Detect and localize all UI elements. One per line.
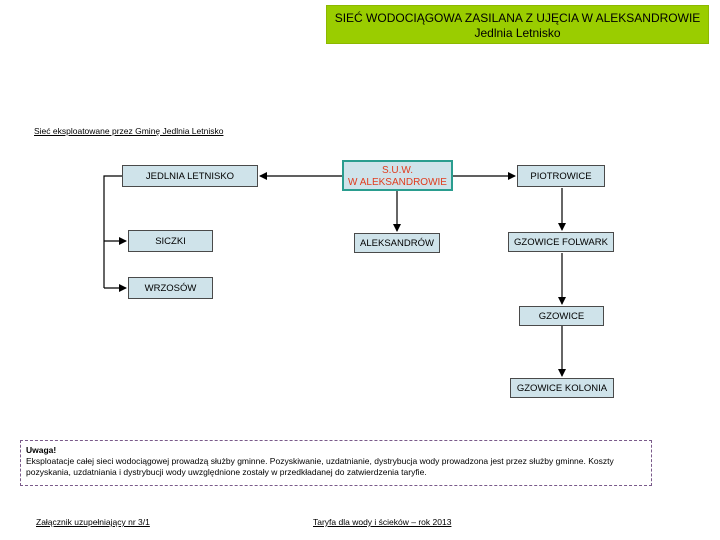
- note-heading: Uwaga!: [26, 445, 57, 455]
- edge-jedlnia-bracket: [103, 175, 122, 288]
- node-wrzosow: WRZOSÓW: [128, 277, 213, 299]
- footer-left: Załącznik uzupełniający nr 3/1: [36, 517, 150, 527]
- suw-line-2: W ALEKSANDROWIE: [348, 177, 447, 188]
- node-gzowice-folwark: GZOWICE FOLWARK: [508, 232, 614, 252]
- footer-right: Taryfa dla wody i ścieków – rok 2013: [313, 517, 452, 527]
- node-suw-aleksandrow: S.U.W. W ALEKSANDROWIE: [342, 160, 453, 191]
- node-gzowice: GZOWICE: [519, 306, 604, 326]
- node-jedlnia-letnisko: JEDLNIA LETNISKO: [122, 165, 258, 187]
- note-text: Eksploatacje całej sieci wodociągowej pr…: [26, 456, 614, 477]
- diagram-subtitle: Sieć eksploatowane przez Gminę Jedlnia L…: [34, 126, 224, 136]
- node-siczki: SICZKI: [128, 230, 213, 252]
- node-gzowice-kolonia: GZOWICE KOLONIA: [510, 378, 614, 398]
- node-piotrowice: PIOTROWICE: [517, 165, 605, 187]
- title-banner: SIEĆ WODOCIĄGOWA ZASILANA Z UJĘCIA W ALE…: [326, 5, 709, 44]
- title-line-2: Jedlnia Letnisko: [474, 26, 561, 40]
- suw-line-1: S.U.W.: [381, 165, 414, 176]
- note-box: Uwaga! Eksploatacje całej sieci wodociąg…: [20, 440, 652, 486]
- node-aleksandrow: ALEKSANDRÓW: [354, 233, 440, 253]
- title-line-1: SIEĆ WODOCIĄGOWA ZASILANA Z UJĘCIA W ALE…: [334, 11, 701, 25]
